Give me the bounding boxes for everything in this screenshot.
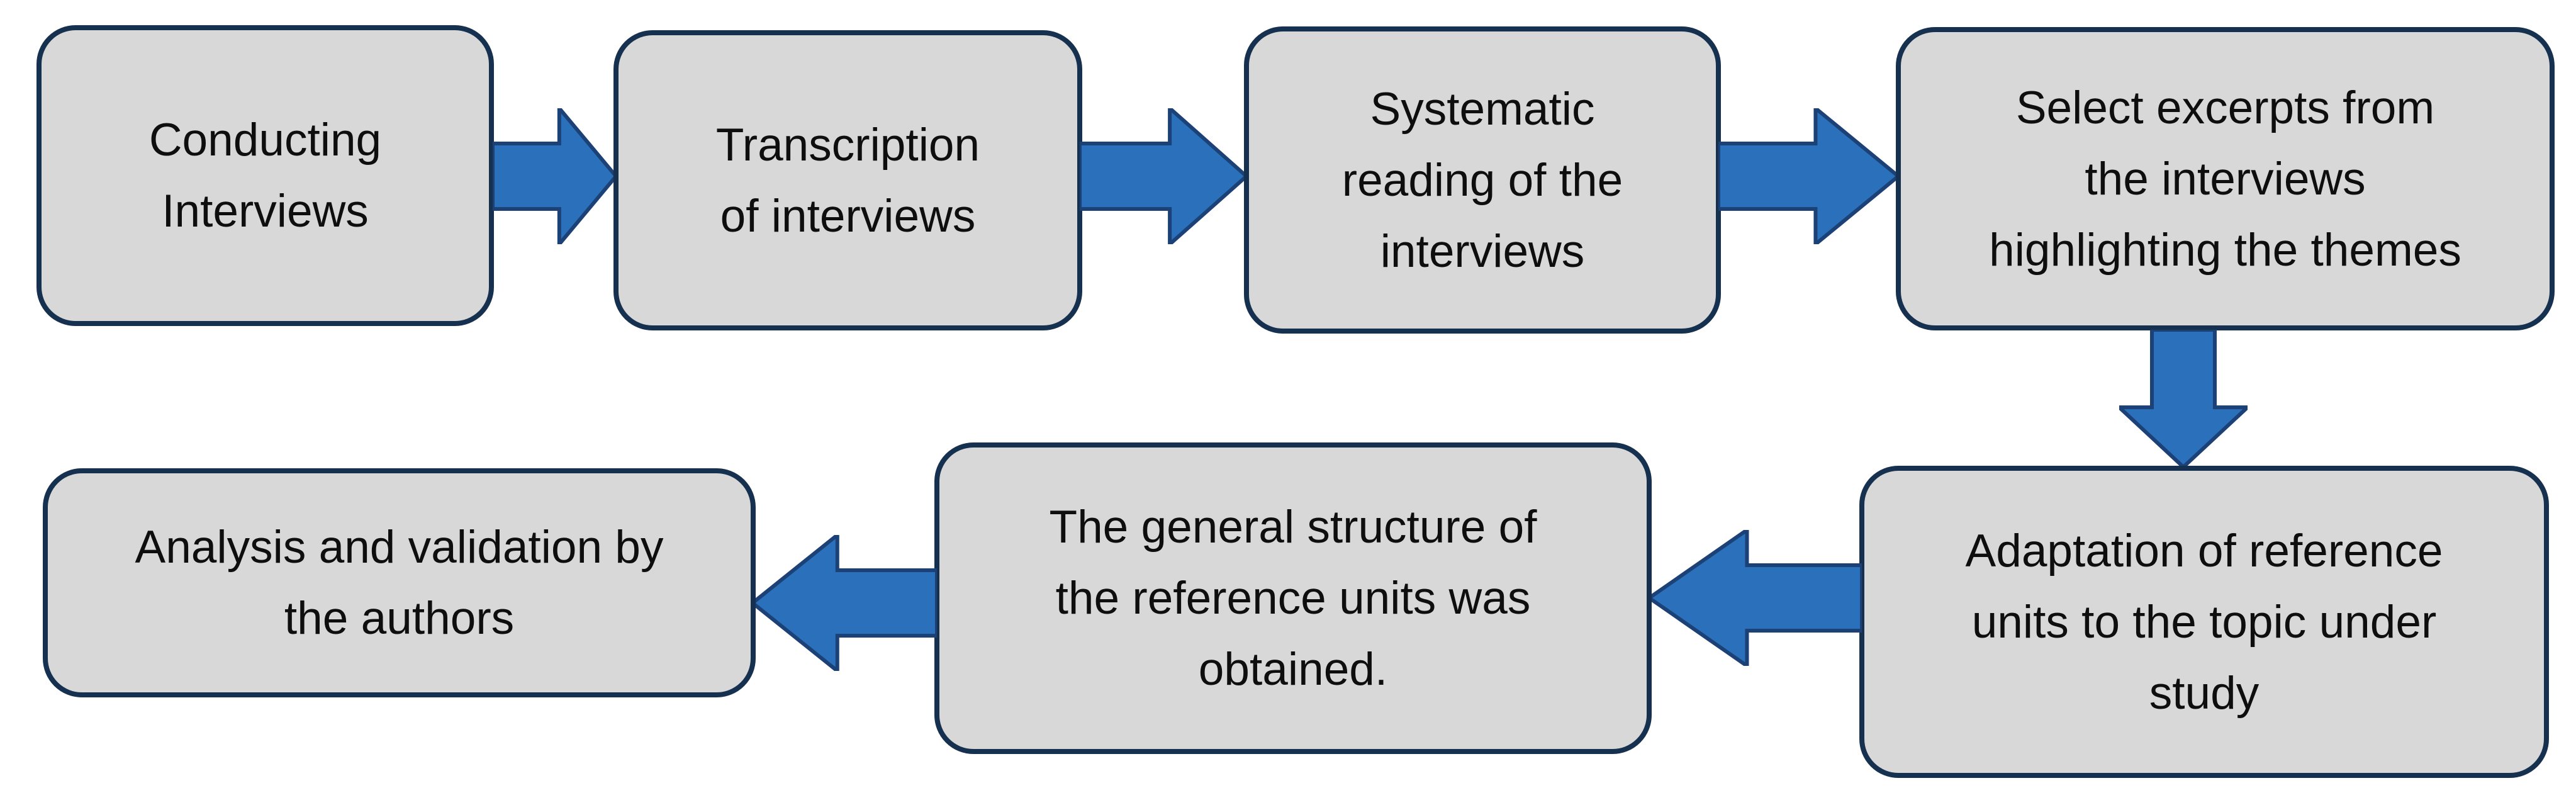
step-box-select-excerpts: Select excerpts from the interviews high…: [1896, 27, 2555, 330]
step-label: The general structure of the reference u…: [1049, 502, 1537, 695]
arrow-right-icon: [1080, 108, 1246, 244]
step-box-analysis-and-validation: Analysis and validation by the authors: [43, 468, 756, 697]
step-label: Select excerpts from the interviews high…: [1989, 82, 2461, 276]
step-label: Transcription of interviews: [715, 119, 980, 242]
step-label: Systematic reading of the interviews: [1341, 83, 1623, 277]
step-label: Analysis and validation by the authors: [135, 522, 664, 644]
step-label: Conducting Interviews: [148, 115, 382, 237]
arrow-left-icon: [1649, 530, 1862, 666]
step-box-systematic-reading: Systematic reading of the interviews: [1244, 26, 1721, 334]
step-box-conducting-interviews: Conducting Interviews: [36, 25, 494, 326]
step-label: Adaptation of reference units to the top…: [1965, 525, 2443, 719]
step-box-transcription-of-interviews: Transcription of interviews: [613, 30, 1082, 330]
step-box-adaptation-of-reference-units: Adaptation of reference units to the top…: [1859, 466, 2549, 778]
arrow-right-icon: [493, 108, 616, 244]
arrow-down-icon: [2119, 330, 2248, 467]
arrow-right-icon: [1718, 108, 1898, 244]
step-box-general-structure-obtained: The general structure of the reference u…: [934, 442, 1652, 754]
arrow-left-icon: [753, 535, 937, 671]
